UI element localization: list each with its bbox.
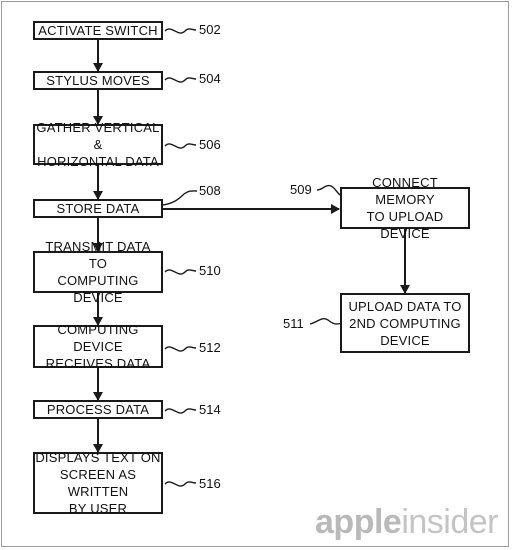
step-box-512: COMPUTING DEVICE RECEIVES DATA [33, 322, 163, 371]
ref-label-511: 511 [283, 316, 304, 331]
step-box-509: CONNECT MEMORY TO UPLOAD DEVICE [340, 175, 470, 241]
leader-511 [309, 317, 343, 325]
leader-514 [164, 408, 197, 414]
watermark-logo: appleinsider [315, 503, 498, 542]
ref-label-506: 506 [199, 137, 221, 152]
leader-508 [161, 190, 198, 206]
ref-label-514: 514 [199, 402, 221, 417]
ref-label-508: 508 [199, 183, 221, 198]
step-box-514: PROCESS DATA [33, 400, 163, 419]
step-box-508: STORE DATA [33, 199, 163, 218]
step-box-511: UPLOAD DATA TO 2ND COMPUTING DEVICE [340, 293, 470, 353]
leader-502 [164, 28, 197, 34]
ref-label-504: 504 [199, 71, 221, 86]
ref-label-516: 516 [199, 476, 221, 491]
ref-label-512: 512 [199, 340, 221, 355]
leader-510 [164, 269, 197, 275]
leader-512 [164, 346, 197, 352]
ref-label-502: 502 [199, 22, 221, 37]
leader-504 [164, 77, 197, 83]
step-box-506: GATHER VERTICAL & HORIZONTAL DATA [33, 120, 163, 169]
reference-leaders [161, 28, 344, 487]
ref-label-509: 509 [290, 182, 312, 197]
leader-516 [164, 481, 197, 487]
leader-509 [316, 184, 344, 197]
step-box-502: ACTIVATE SWITCH [33, 21, 163, 40]
watermark-light: insider [401, 503, 498, 541]
watermark-bold: apple [315, 503, 402, 541]
step-box-504: STYLUS MOVES [33, 71, 163, 90]
leader-506 [164, 143, 197, 149]
step-box-510: TRANSMIT DATA TO COMPUTING DEVICE [33, 239, 163, 305]
ref-label-510: 510 [199, 263, 221, 278]
step-box-516: DISPLAYS TEXT ON SCREEN AS WRITTEN BY US… [33, 450, 163, 516]
